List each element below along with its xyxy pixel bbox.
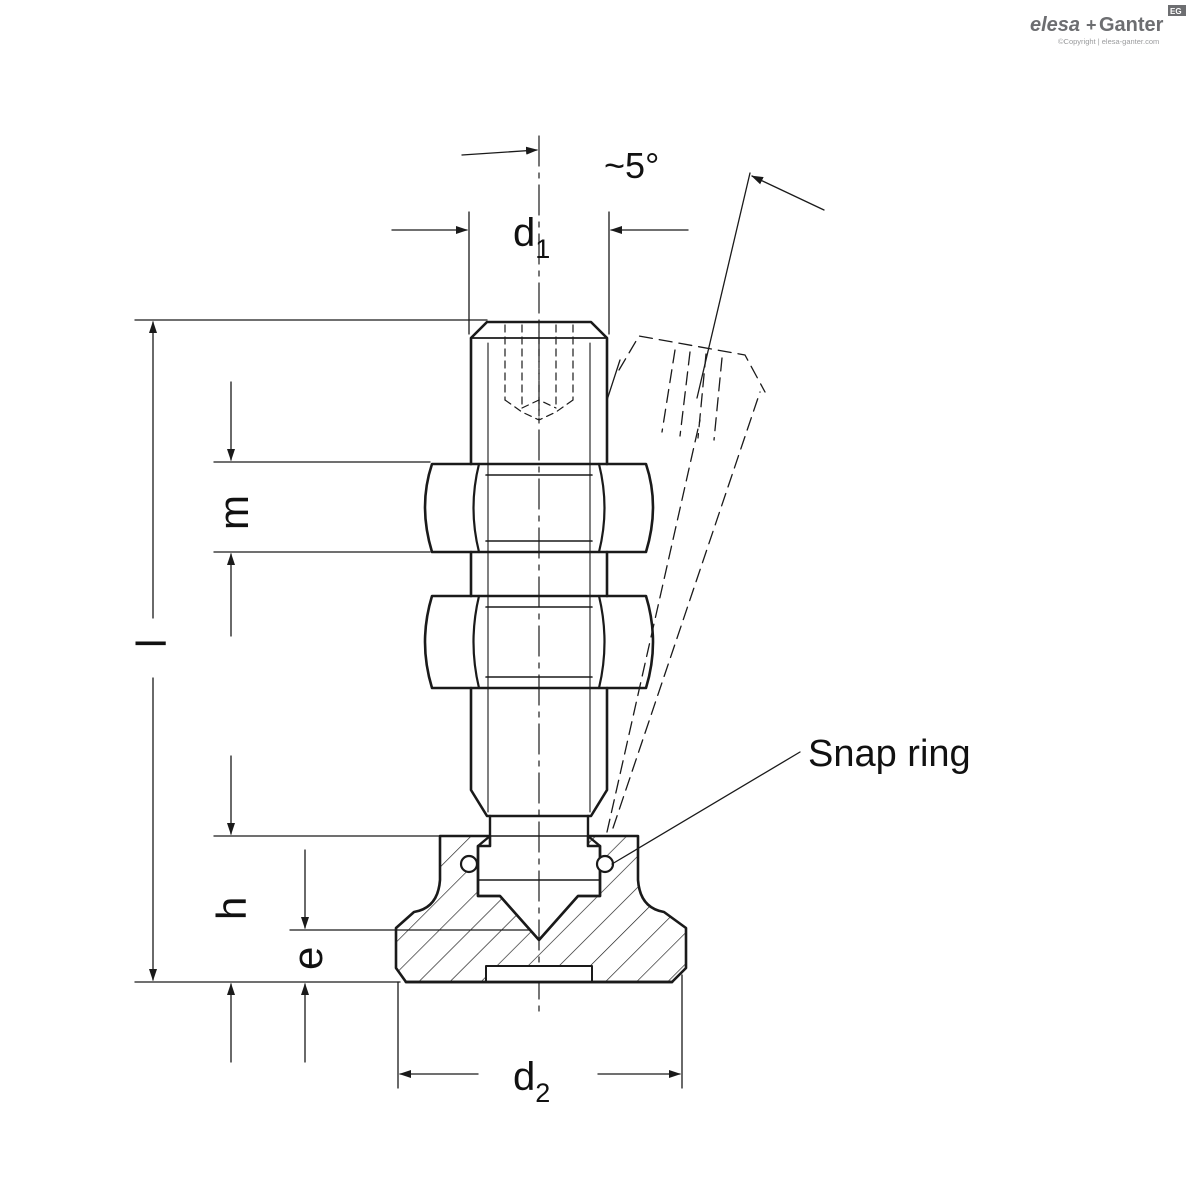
logo-brand-left: elesa (1030, 14, 1080, 36)
tilted-head-outline (618, 335, 766, 393)
label-d1: d1 (513, 211, 550, 264)
logo-copyright: ©Copyright | elesa-ganter.com (1058, 37, 1159, 46)
brand-logo: elesa + Ganter EG ©Copyright | elesa-gan… (1030, 5, 1186, 46)
dimension-angle (461, 146, 825, 399)
lower-hex-nut (423, 594, 655, 690)
tilted-position-outline (606, 349, 761, 833)
label-l: l (128, 639, 175, 648)
foot-recess (485, 965, 593, 983)
label-h: h (208, 897, 255, 920)
hex-socket (504, 324, 574, 421)
logo-brand-right: Ganter (1099, 14, 1164, 36)
logo-brand-plus: + (1086, 15, 1097, 35)
label-m: m (210, 495, 257, 530)
snap-ring-right (595, 854, 615, 874)
dimension-d1 (391, 211, 689, 335)
dimension-h (213, 755, 491, 1063)
upper-hex-nut (423, 462, 655, 554)
tilt-base-line (606, 359, 621, 401)
threaded-stud (469, 320, 609, 818)
snap-ring-leader (611, 751, 801, 865)
dimension-l (134, 319, 488, 983)
foot-pad (394, 834, 688, 984)
label-snap-ring: Snap ring (808, 733, 971, 775)
label-e: e (284, 947, 331, 970)
logo-badge-text: EG (1170, 7, 1182, 16)
logo-badge-box (1168, 5, 1186, 16)
dimension-m (213, 381, 431, 637)
label-d2: d2 (513, 1055, 550, 1108)
snap-ring-left (459, 854, 479, 874)
dimension-d2 (397, 974, 683, 1089)
label-angle: ~5° (604, 145, 659, 186)
dimension-e (289, 849, 531, 1063)
